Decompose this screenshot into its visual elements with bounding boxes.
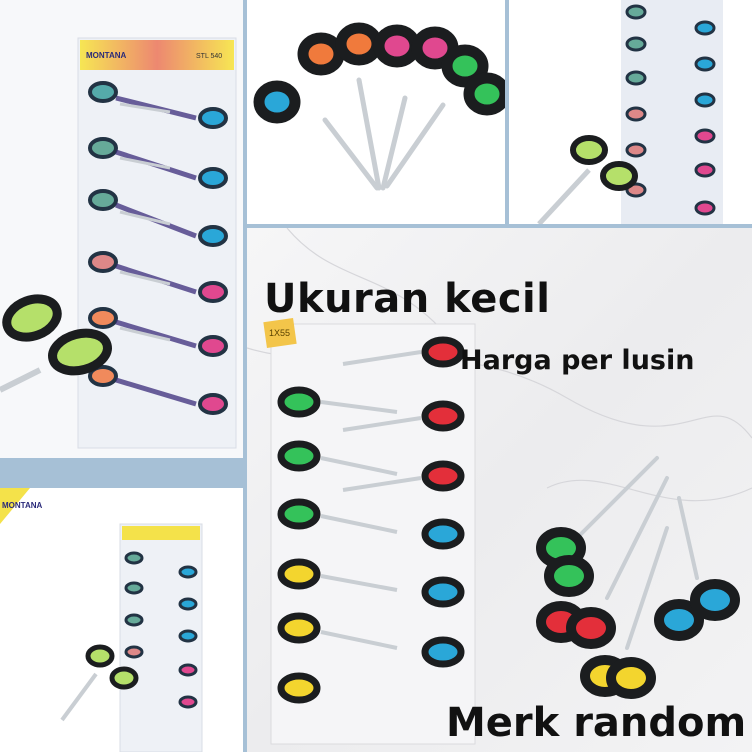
scissors-row bbox=[88, 81, 228, 415]
pack-right-photo bbox=[509, 0, 752, 224]
panel-marble-main: 1X55 bbox=[247, 228, 752, 752]
montana-pack-photo: MONTANA STL 540 bbox=[0, 0, 243, 458]
caption-brand: Merk random bbox=[446, 700, 747, 746]
caption-price: Harga per lusin bbox=[460, 345, 695, 376]
panel-montana-small: MONTANA bbox=[0, 488, 243, 752]
corner-brand-text: MONTANA bbox=[2, 501, 43, 510]
scissors-fan-photo bbox=[247, 0, 505, 224]
pack-model-text: STL 540 bbox=[196, 53, 222, 60]
caption-size: Ukuran kecil bbox=[264, 276, 551, 322]
loose-scissors bbox=[0, 294, 112, 393]
panel-pack-right bbox=[509, 0, 752, 224]
pack-brand-text: MONTANA bbox=[86, 51, 127, 60]
pack-label: 1X55 bbox=[269, 328, 290, 338]
marble-main-photo: 1X55 bbox=[247, 228, 752, 752]
montana-small-photo: MONTANA bbox=[0, 488, 243, 752]
panel-scissors-fan bbox=[247, 0, 505, 224]
panel-montana-pack: MONTANA STL 540 bbox=[0, 0, 243, 458]
